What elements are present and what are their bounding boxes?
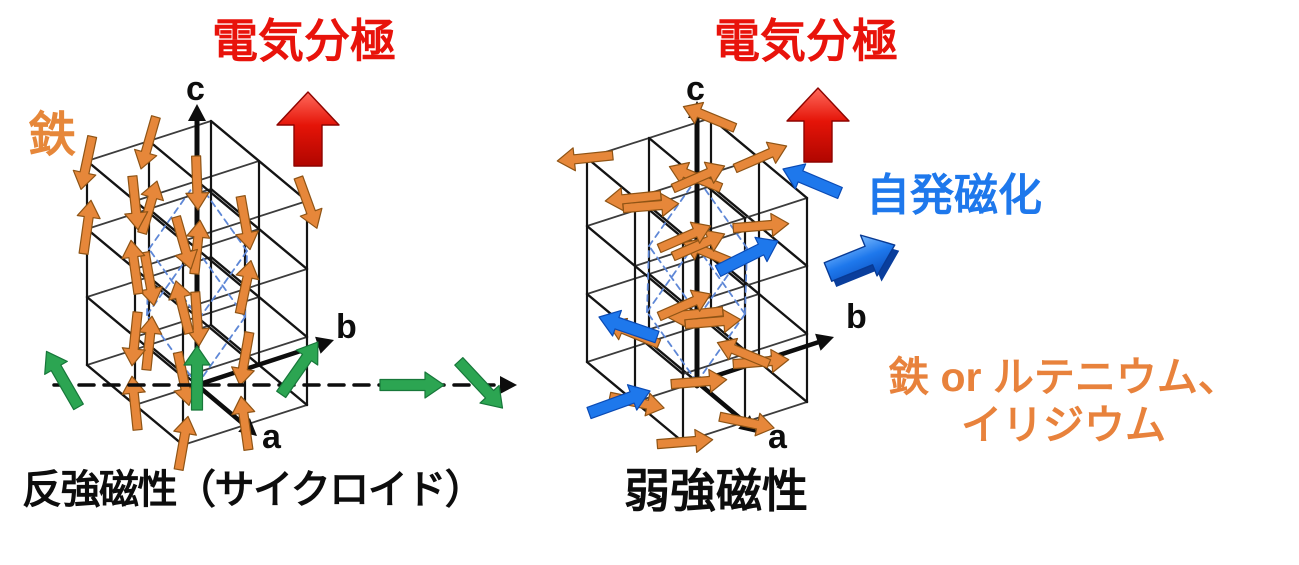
spin-arrow-icon [231, 395, 256, 451]
spin-arrow-icon [124, 175, 149, 231]
axis-a-label-right: a [768, 418, 787, 456]
cycloid-spin-arrow-icon [183, 345, 211, 411]
spin-arrow-icon [121, 311, 146, 367]
spin-arrow-icon [556, 147, 614, 172]
spin-arrow-icon [76, 199, 101, 255]
spin-arrow-icon [682, 101, 738, 133]
polarization-arrow-icon [786, 87, 850, 163]
spin-arrow-icon [235, 195, 259, 251]
spin-arrow-icon [72, 135, 98, 190]
magnetization-arrow-face [823, 234, 896, 282]
electric-polarization-label-right: 電気分極 [714, 15, 898, 67]
propagation-arrowhead [500, 376, 517, 394]
cycloid-spin-arrow-icon [276, 341, 319, 399]
spin-arrow-icon [234, 260, 260, 315]
a-axis [194, 382, 250, 430]
spin-arrow-icon [670, 229, 726, 262]
cycloid-spin-arrow-icon [454, 357, 504, 409]
electric-polarization-label-left: 電気分極 [212, 15, 396, 67]
spin-arrow-icon [293, 175, 323, 229]
spin-arrow-icon [732, 141, 788, 174]
element-label: 鉄 or ルテニウム、 イリジウム [836, 354, 1291, 449]
b-axis-arrowhead [815, 333, 834, 351]
element-label-line1: 鉄 or ルテニウム、 [888, 354, 1239, 400]
net-moment-arrow-icon [586, 384, 651, 420]
spin-arrow-icon [138, 315, 163, 371]
axis-a-label-left: a [262, 418, 281, 456]
left-lattice-group [44, 91, 517, 471]
element-label-line2: イリジウム [961, 401, 1166, 448]
spin-arrow-icon [185, 155, 210, 211]
cycloid-spin-arrow-icon [44, 350, 84, 411]
caption-antiferromagnetic-cycloid: 反強磁性（サイクロイド） [22, 468, 485, 512]
magnetization-arrow-icon [823, 234, 900, 288]
right-lattice-group [556, 87, 900, 453]
unit-cell-dashed-edge [148, 248, 200, 320]
axis-b-label-right: b [846, 298, 867, 336]
spin-arrow-icon [732, 212, 790, 237]
polarization-arrow-icon [276, 91, 340, 167]
spontaneous-magnetization-label: 自発磁化 [866, 171, 1042, 220]
spin-arrow-icon [139, 251, 163, 307]
spin-arrow-icon [231, 331, 255, 387]
spin-arrow-icon [168, 280, 194, 335]
cycloid-spin-arrow-icon [379, 371, 445, 399]
spin-arrow-icon [718, 411, 775, 437]
unit-cell-dashed-edge [646, 245, 650, 313]
spin-arrow-icon [604, 187, 662, 212]
spin-arrow-icon [656, 221, 712, 254]
net-moment-arrow-icon [782, 163, 843, 200]
net-moment-arrow-icon [598, 309, 660, 344]
spin-arrow-icon [670, 161, 726, 194]
axis-c-label-right: c [686, 70, 705, 108]
spin-arrow-icon [173, 415, 197, 471]
axis-c-label-left: c [186, 70, 205, 108]
b-axis-arrowhead [315, 336, 334, 354]
unit-cell-dashed-edge [198, 250, 248, 320]
c-axis-arrowhead [188, 104, 206, 121]
spin-arrow-icon [656, 289, 712, 322]
unit-cell-dashed-edge [148, 180, 198, 250]
caption-weak-ferromagnetic: 弱強磁性 [624, 465, 808, 517]
net-moment-arrow-icon [714, 236, 779, 277]
iron-label: 鉄 [28, 109, 77, 162]
spin-arrow-icon [656, 428, 714, 453]
spin-arrow-icon [171, 215, 198, 270]
unit-cell-dashed-edge [648, 177, 698, 247]
spin-arrow-icon [670, 368, 728, 393]
spin-arrow-icon [134, 115, 161, 170]
unit-cell-dashed-edge [196, 316, 246, 386]
spin-arrow-icon [121, 375, 146, 431]
unit-cell-dashed-edge [696, 313, 746, 383]
unit-cell-dashed-edge [696, 177, 748, 249]
spin-arrow-icon [716, 337, 772, 369]
unit-cell-dashed-edge [646, 311, 698, 383]
axis-b-label-left: b [336, 308, 357, 346]
spin-arrow-icon [121, 239, 146, 295]
